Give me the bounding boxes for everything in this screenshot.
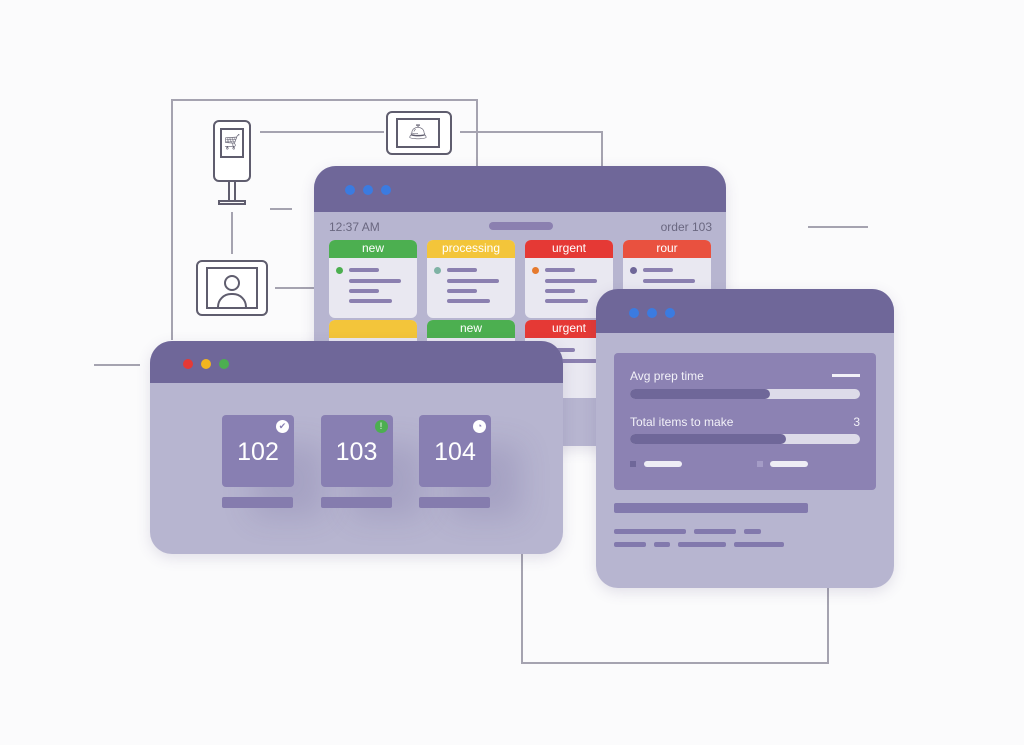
avg-prep-progress: [630, 389, 860, 399]
text-placeholder: [614, 542, 646, 547]
legend-label: [644, 461, 682, 467]
legend-label: [770, 461, 808, 467]
card-status: urgent: [525, 320, 613, 338]
card-status-processing: processing: [427, 240, 515, 258]
alert-icon: !: [374, 420, 388, 433]
legend-swatch: [757, 461, 763, 467]
text-placeholder: [545, 279, 597, 283]
text-placeholder: [447, 299, 490, 303]
text-placeholder: [545, 289, 575, 293]
connector-line: [460, 131, 603, 133]
minimize-dot[interactable]: [201, 359, 211, 369]
card-status-urgent: urgent: [525, 240, 613, 258]
card-status: new: [427, 320, 515, 338]
tablet-bell-icon: 🛎︎: [386, 111, 452, 155]
avg-prep-value-dash: [832, 374, 860, 377]
person-icon: [206, 267, 258, 309]
window-titlebar: [150, 341, 563, 383]
check-icon: ✔: [276, 420, 289, 433]
text-placeholder: [545, 359, 597, 363]
text-placeholder: [643, 268, 673, 272]
service-bell-icon: 🛎︎: [396, 118, 440, 148]
window-dot[interactable]: [647, 308, 657, 318]
text-placeholder: [545, 268, 575, 272]
stats-window: Avg prep time Total items to make 3: [596, 289, 894, 588]
text-placeholder: [447, 268, 477, 272]
connector-line: [171, 99, 173, 340]
connector-line: [171, 99, 477, 101]
window-dot[interactable]: [345, 185, 355, 195]
text-placeholder: [678, 542, 726, 547]
connector-line: [476, 99, 478, 167]
text-placeholder: [614, 529, 686, 534]
text-placeholder: [744, 529, 761, 534]
clock-icon: ◔: [473, 420, 486, 433]
connector-line: [601, 131, 603, 167]
status-dot: [336, 267, 343, 274]
order-number: 103: [335, 438, 378, 466]
window-dot[interactable]: [629, 308, 639, 318]
close-dot[interactable]: [183, 359, 193, 369]
clock-time: 12:37 AM: [329, 220, 380, 234]
total-items-label: Total items to make: [630, 415, 734, 429]
order-number: 104: [434, 438, 476, 466]
status-dot: [434, 267, 441, 274]
connector-line: [275, 287, 315, 289]
avg-prep-label: Avg prep time: [630, 369, 704, 383]
text-placeholder: [349, 268, 379, 272]
order-label-bar: [419, 497, 490, 508]
legend-swatch: [630, 461, 636, 467]
kiosk-icon: 🛒︎: [213, 120, 251, 182]
order-card[interactable]: new: [329, 240, 417, 318]
text-placeholder: [447, 279, 499, 283]
maximize-dot[interactable]: [219, 359, 229, 369]
connector-line: [521, 550, 523, 664]
connector-line: [827, 585, 829, 664]
card-status: [329, 320, 417, 338]
card-status-rour: rour: [623, 240, 711, 258]
order-label-bar: [222, 497, 293, 508]
text-placeholder: [643, 279, 695, 283]
window-dot[interactable]: [363, 185, 373, 195]
status-dot: [532, 267, 539, 274]
total-items-progress: [630, 434, 860, 444]
card-status-new: new: [329, 240, 417, 258]
text-placeholder: [694, 529, 736, 534]
orders-window: 102 ✔ 103! 104 ◔: [150, 341, 563, 554]
order-tile[interactable]: 102 ✔: [222, 415, 294, 487]
order-number: order 103: [660, 220, 712, 234]
search-pill[interactable]: [489, 222, 553, 230]
window-titlebar: [314, 166, 726, 212]
text-placeholder: [349, 299, 392, 303]
dash: [808, 226, 868, 228]
window-titlebar: [596, 289, 894, 333]
order-tile[interactable]: 104 ◔: [419, 415, 491, 487]
text-placeholder: [614, 503, 808, 513]
total-items-value: 3: [853, 415, 860, 429]
text-placeholder: [349, 289, 379, 293]
status-dot: [630, 267, 637, 274]
text-placeholder: [349, 279, 401, 283]
text-placeholder: [447, 289, 477, 293]
connector-line: [231, 212, 233, 254]
order-card[interactable]: processing: [427, 240, 515, 318]
window-dot[interactable]: [665, 308, 675, 318]
connector-line: [260, 131, 384, 133]
kiosk-base: [218, 200, 246, 205]
order-number: 102: [237, 438, 279, 466]
text-placeholder: [654, 542, 670, 547]
tablet-customer-icon: [196, 260, 268, 316]
cart-icon: 🛒︎: [220, 128, 244, 158]
text-placeholder: [734, 542, 784, 547]
dash: [94, 364, 140, 366]
order-tile[interactable]: 103!: [320, 415, 393, 487]
kiosk-stand: [228, 182, 236, 202]
connector-line: [521, 662, 829, 664]
stats-panel: Avg prep time Total items to make 3: [614, 353, 876, 490]
text-placeholder: [545, 299, 588, 303]
order-label-bar: [320, 497, 392, 508]
window-dot[interactable]: [381, 185, 391, 195]
dash: [270, 208, 292, 210]
